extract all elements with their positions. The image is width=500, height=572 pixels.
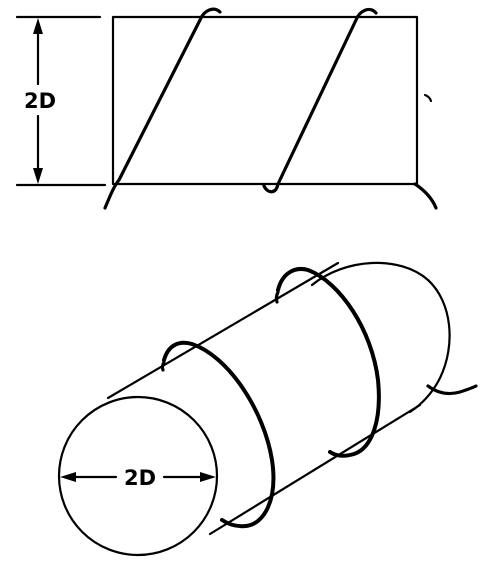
wire-end-right [413, 182, 438, 210]
wire-hook-mark [423, 93, 433, 103]
side-view: 2D [15, 7, 438, 210]
dimension-arrow-down [33, 168, 43, 184]
cylinder-top-edge [106, 261, 340, 400]
cylinder-back-cap [310, 261, 451, 414]
wire-turn-right [262, 7, 378, 194]
cylinder-front-face [57, 395, 219, 557]
dimension-arrow-up [33, 18, 43, 34]
helix-turn-2 [276, 267, 381, 458]
helix-turn-1-start [160, 360, 166, 372]
wire-turn-left [103, 7, 222, 210]
helix-wire-tail [426, 384, 478, 396]
helix-turn-2-start [274, 290, 280, 304]
cylinder-side-outline [111, 15, 419, 186]
diameter-arrow-right [200, 472, 216, 482]
helix-turn-1 [162, 340, 276, 529]
side-view-dimension-label: 2D [24, 89, 56, 113]
end-view-dimension-label: 2D [124, 466, 156, 490]
cylinder-bottom-edge [208, 403, 422, 536]
isometric-view: 2D [57, 261, 478, 557]
diameter-arrow-left [60, 472, 76, 482]
